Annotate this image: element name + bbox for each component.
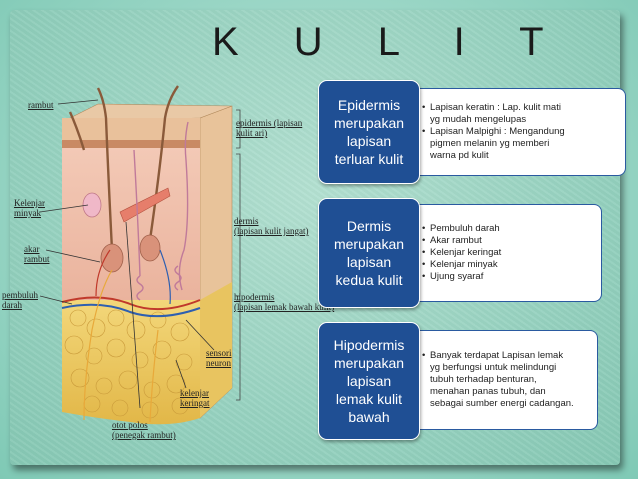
- bullet-item: •Akar rambut: [422, 235, 482, 246]
- slide-title: K U L I T: [212, 20, 566, 64]
- layer-brackets: [236, 109, 241, 401]
- label-akar-rambut-line2: rambut: [24, 254, 50, 264]
- label-epidermis: epidermis (lapisan kulit ari): [236, 118, 302, 138]
- bullet-item: •Banyak terdapat Lapisan lemak yg berfun…: [422, 350, 574, 409]
- heading-line: lemak kulit: [335, 391, 403, 407]
- bullet-text: Lapisan keratin : Lap. kulit mati yg mud…: [430, 102, 561, 125]
- epidermis-heading-box: Epidermis merupakan lapisan terluar kuli…: [318, 80, 420, 184]
- heading-line: merupakan: [333, 115, 405, 131]
- label-kelenjar-keringat: kelenjar keringat: [180, 388, 210, 408]
- hipodermis-details-box: •Banyak terdapat Lapisan lemak yg berfun…: [416, 330, 598, 430]
- bullet-text: Kelenjar keringat: [430, 247, 502, 258]
- label-pembuluh-darah: pembuluh darah: [2, 290, 38, 310]
- bullet-text: Banyak terdapat Lapisan lemak yg berfung…: [430, 350, 574, 409]
- bullet-item: •Pembuluh darah: [422, 223, 500, 234]
- bullet-text: Ujung syaraf: [430, 271, 484, 282]
- bullet-item: •Lapisan keratin : Lap. kulit mati yg mu…: [422, 102, 561, 125]
- leader-lines: [39, 99, 215, 409]
- bullet-text: Pembuluh darah: [430, 223, 500, 234]
- bullet-text: Kelenjar minyak: [430, 259, 498, 270]
- dermis-details-box: •Pembuluh darah •Akar rambut •Kelenjar k…: [416, 204, 602, 302]
- label-akar-rambut: akar rambut: [24, 244, 50, 264]
- label-dermis-line2: (lapisan kulit jangat): [234, 226, 309, 236]
- label-hipodermis: hipodermis (lapisan lemak bawah kulit): [234, 292, 334, 312]
- label-epidermis-line1: epidermis (lapisan: [236, 118, 303, 128]
- arrector-pili: [119, 187, 171, 223]
- heading-line: merupakan: [333, 236, 405, 252]
- label-sensori-neuron-line1: sensori: [206, 348, 232, 358]
- label-akar-rambut-line1: akar: [24, 244, 40, 254]
- bullet-item: •Ujung syaraf: [422, 271, 484, 282]
- heading-line: lapisan: [346, 373, 392, 389]
- label-dermis: dermis (lapisan kulit jangat): [234, 216, 308, 236]
- label-otot-polos: otot polos (penegak rambut): [112, 420, 176, 440]
- label-otot-polos-line2: (penegak rambut): [112, 430, 176, 440]
- label-kelenjar-keringat-line2: keringat: [180, 398, 210, 408]
- label-pembuluh-darah-line2: darah: [2, 300, 22, 310]
- label-rambut: rambut: [28, 100, 54, 110]
- heading-line: lapisan: [346, 254, 392, 270]
- hipodermis-heading-box: Hipodermis merupakan lapisan lemak kulit…: [318, 322, 420, 440]
- heading-line: merupakan: [333, 355, 405, 371]
- heading-line: terluar kulit: [334, 151, 404, 167]
- dermis-layer: [62, 148, 200, 300]
- heading-line: bawah: [348, 409, 390, 425]
- bullet-item: •Lapisan Malpighi : Mengandung pigmen me…: [422, 126, 565, 161]
- bullet-text: Akar rambut: [430, 235, 482, 246]
- heading-line: Epidermis: [337, 97, 401, 113]
- label-dermis-line1: dermis: [234, 216, 259, 226]
- blood-vessels: [61, 249, 201, 318]
- bullet-text: Lapisan Malpighi : Mengandung pigmen mel…: [430, 126, 565, 161]
- epidermis-details-box: •Lapisan keratin : Lap. kulit mati yg mu…: [416, 88, 626, 176]
- sweat-glands: [133, 121, 189, 301]
- dermis-heading-box: Dermis merupakan lapisan kedua kulit: [318, 198, 420, 308]
- label-kelenjar-minyak-line2: minyak: [14, 208, 41, 218]
- label-pembuluh-darah-line1: pembuluh: [2, 290, 38, 300]
- label-otot-polos-line1: otot polos: [112, 420, 148, 430]
- label-kelenjar-minyak: Kelenjar minyak: [14, 198, 45, 218]
- bullet-item: •Kelenjar keringat: [422, 247, 502, 258]
- hair-follicle: [100, 243, 124, 273]
- label-epidermis-line2: kulit ari): [236, 128, 268, 138]
- sebaceous-gland: [82, 192, 102, 218]
- label-kelenjar-keringat-line1: kelenjar: [180, 388, 209, 398]
- heading-line: Hipodermis: [333, 337, 405, 353]
- label-hipodermis-line2: (lapisan lemak bawah kulit): [234, 302, 335, 312]
- heading-line: Dermis: [346, 218, 392, 234]
- label-sensori-neuron: sensori neuron: [206, 348, 232, 368]
- label-hipodermis-line1: hipodermis: [234, 292, 275, 302]
- label-sensori-neuron-line2: neuron: [206, 358, 231, 368]
- hair-strands: [68, 85, 179, 251]
- hypodermis-layer: [62, 300, 200, 425]
- nerves: [83, 269, 159, 423]
- bullet-item: •Kelenjar minyak: [422, 259, 498, 270]
- heading-line: lapisan: [346, 133, 392, 149]
- label-kelenjar-minyak-line1: Kelenjar: [14, 198, 45, 208]
- heading-line: kedua kulit: [335, 272, 403, 288]
